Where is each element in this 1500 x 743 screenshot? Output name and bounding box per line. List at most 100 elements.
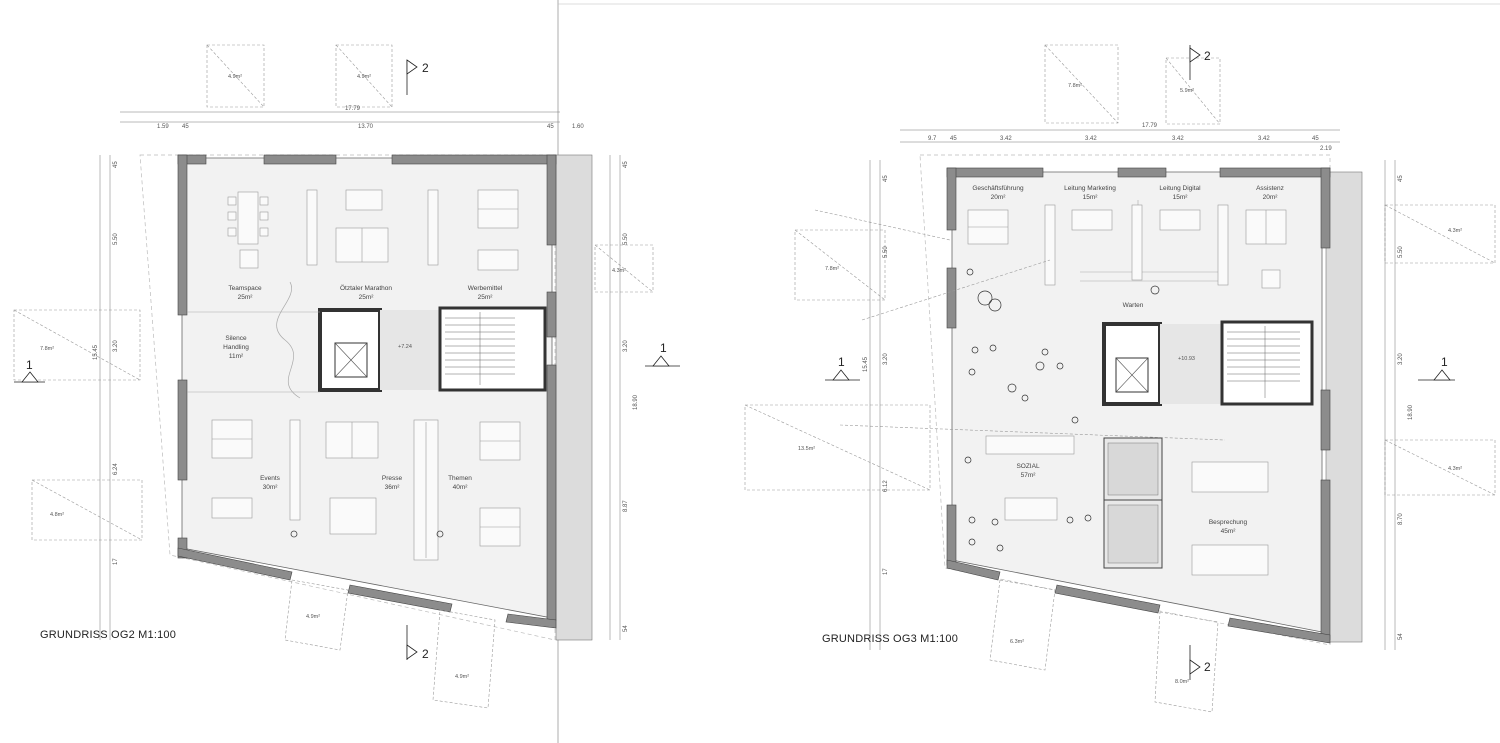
og3-dim-left: 15.45: [863, 356, 869, 372]
og3-dim-top: 3.42: [1000, 136, 1012, 142]
og2-walls: [177, 154, 557, 629]
og2-room-area: 25m²: [238, 294, 254, 301]
og3-outer-area: 7.8m²: [825, 266, 839, 272]
og2-dim-top: 1.60: [572, 124, 584, 130]
plan-og3: 17.79 9.7 45 3.42 3.42 3.42 3.42 45 2.19…: [744, 44, 1496, 713]
og3-dim-left: 5.50: [883, 246, 889, 258]
plan-og2: 17.79 1.59 45 13.70 45 1.60 45 5.50 3.20…: [13, 44, 680, 709]
og3-room-name: Besprechung: [1209, 519, 1248, 526]
og3-outer-area: 4.3m²: [1448, 466, 1462, 472]
og2-room-area: 25m²: [478, 294, 494, 301]
svg-text:1: 1: [26, 358, 33, 372]
og2-outer-area: 4.9m²: [357, 74, 371, 80]
og3-furniture: [967, 204, 1287, 576]
og3-dim-top: 9.7: [928, 136, 937, 142]
og3-overall-dim: 17.79: [1142, 123, 1158, 129]
og2-dim-right: 3.20: [623, 340, 629, 352]
og3-outer-area: 7.8m²: [1068, 83, 1082, 89]
og3-caption: GRUNDRISS OG3 M1:100: [822, 633, 958, 645]
svg-text:2: 2: [1204, 660, 1211, 674]
og2-outer-area: 4.9m²: [306, 614, 320, 620]
og2-dim-left: 15.45: [93, 344, 99, 360]
svg-text:2: 2: [422, 647, 429, 661]
og2-dim-top: 45: [547, 124, 554, 130]
og3-dim-top: 45: [1312, 136, 1319, 142]
og3-dim-right: 8.70: [1398, 513, 1404, 525]
og2-section-2-top: 2: [406, 59, 429, 95]
og3-room-name: Warten: [1123, 302, 1144, 309]
og3-room-name: Leitung Digital: [1159, 185, 1201, 192]
og3-level: +10.93: [1178, 356, 1195, 362]
og2-overall-dim: 17.79: [345, 106, 361, 112]
og2-dim-left: 3.20: [113, 340, 119, 352]
og2-dim-right: 8.87: [623, 500, 629, 512]
svg-text:1: 1: [660, 341, 667, 355]
og2-room-name: Presse: [382, 475, 403, 482]
og3-dim-top: 2.19: [1320, 146, 1332, 152]
og3-dim-top: 3.42: [1085, 136, 1097, 142]
og3-outer-area: 13.5m²: [798, 446, 815, 452]
og3-dim-top: 45: [950, 136, 957, 142]
og2-dim-right: 54: [623, 625, 629, 632]
og2-room-area: 30m²: [263, 484, 279, 491]
og2-room-name: Teamspace: [228, 285, 262, 292]
og3-dim-top: 3.42: [1172, 136, 1184, 142]
og3-dim-right: 3.20: [1398, 353, 1404, 365]
og3-dim-left: 45: [883, 175, 889, 182]
og2-stair: [438, 306, 547, 392]
og2-room-name: Silence: [225, 335, 247, 342]
og3-section-1-right: 1: [1418, 355, 1455, 381]
og2-furniture: [211, 189, 521, 561]
svg-text:2: 2: [1204, 49, 1211, 63]
og2-dim-right: 45: [623, 161, 629, 168]
og2-level: +7.24: [398, 344, 412, 350]
og2-dim-left: 5.50: [113, 233, 119, 245]
og2-room-area: 25m²: [359, 294, 375, 301]
og3-dim-top: 3.42: [1258, 136, 1270, 142]
og3-outer-area: 4.3m²: [1448, 228, 1462, 234]
og3-room-area: 15m²: [1083, 194, 1099, 201]
og2-dim-left: 45: [113, 161, 119, 168]
og2-outer-area: 4.3m²: [612, 268, 626, 274]
og2-caption: GRUNDRISS OG2 M1:100: [40, 629, 176, 641]
og3-dim-right: 54: [1398, 633, 1404, 640]
og3-section-1-left: 1: [825, 355, 860, 381]
og2-room-name: Events: [260, 475, 281, 482]
og2-outer-area: 7.8m²: [40, 346, 54, 352]
og2-section-2-bottom: 2: [406, 625, 429, 661]
og2-facade-strip: [555, 154, 593, 641]
og2-room-name: Handling: [223, 344, 249, 351]
og2-room-area: 11m²: [229, 353, 244, 360]
og2-room-name: Themen: [448, 475, 472, 482]
og2-dim-left: 17: [113, 558, 119, 565]
svg-text:1: 1: [1441, 355, 1448, 369]
og3-dim-right: 18.90: [1408, 404, 1414, 420]
og2-outer-area: 4.9m²: [455, 674, 469, 680]
og3-people: [964, 268, 1160, 552]
og3-room-area: 57m²: [1021, 472, 1037, 479]
og3-facade-strip: [1325, 171, 1363, 643]
og3-room-name: Assistenz: [1256, 185, 1284, 192]
svg-text:2: 2: [422, 61, 429, 75]
og3-dim-left: 3.20: [883, 353, 889, 365]
og3-outer-area: 5.9m²: [1180, 88, 1194, 94]
og3-room-name: Leitung Marketing: [1064, 185, 1116, 192]
og3-dim-left: 6.12: [883, 480, 889, 492]
og3-section-2-bottom: 2: [1189, 645, 1211, 680]
og2-dim-top: 1.59: [157, 124, 169, 130]
svg-text:1: 1: [838, 355, 845, 369]
og2-dim-right: 18.90: [633, 394, 639, 410]
og2-dim-left: 6.24: [113, 463, 119, 475]
og3-section-2-top: 2: [1189, 45, 1211, 80]
og3-stair: [1220, 320, 1314, 406]
og3-walls: [946, 167, 1331, 644]
og2-dim-right: 5.50: [623, 233, 629, 245]
og3-room-area: 45m²: [1221, 528, 1237, 535]
og2-room-name: Ötztaler Marathon: [340, 284, 392, 292]
og3-room-name: Geschäftsführung: [972, 185, 1024, 192]
og3-dim-left: 17: [883, 568, 889, 575]
og3-dim-right: 5.50: [1398, 246, 1404, 258]
og2-outer-area: 4.9m²: [228, 74, 242, 80]
og3-dim-right: 45: [1398, 175, 1404, 182]
